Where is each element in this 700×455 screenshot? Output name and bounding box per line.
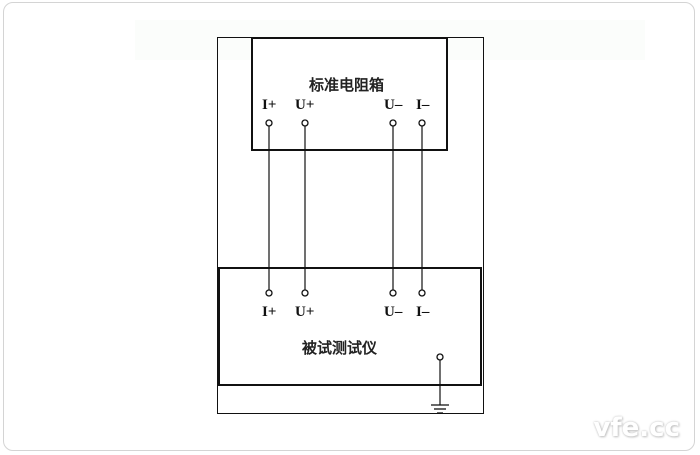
terminal-icon bbox=[301, 119, 309, 127]
top-terminal-label-i-plus: I+ bbox=[262, 97, 277, 113]
terminal-icon bbox=[418, 289, 426, 297]
watermark: vfe.cc bbox=[593, 413, 680, 443]
bottom-terminal-label-u-minus: U– bbox=[384, 304, 403, 320]
standard-resistance-box-title: 标准电阻箱 bbox=[309, 76, 385, 94]
bottom-terminal-label-i-plus: I+ bbox=[262, 304, 277, 320]
ground-terminal-icon bbox=[436, 353, 444, 361]
top-terminal-label-u-plus: U+ bbox=[295, 97, 315, 113]
terminal-icon bbox=[389, 119, 397, 127]
wires bbox=[268, 126, 441, 405]
terminal-icon bbox=[418, 119, 426, 127]
ground-icon bbox=[431, 404, 449, 414]
top-terminal-label-i-minus: I– bbox=[416, 97, 430, 113]
bottom-terminal-label-i-minus: I– bbox=[416, 304, 430, 320]
terminal-icon bbox=[265, 289, 273, 297]
device-under-test-title: 被试测试仪 bbox=[302, 339, 378, 357]
terminal-icon bbox=[265, 119, 273, 127]
terminal-icon bbox=[301, 289, 309, 297]
standard-resistance-box bbox=[251, 37, 448, 151]
top-terminal-label-u-minus: U– bbox=[384, 97, 403, 113]
bottom-terminal-label-u-plus: U+ bbox=[295, 304, 315, 320]
terminal-icon bbox=[389, 289, 397, 297]
device-under-test-box bbox=[218, 267, 482, 386]
